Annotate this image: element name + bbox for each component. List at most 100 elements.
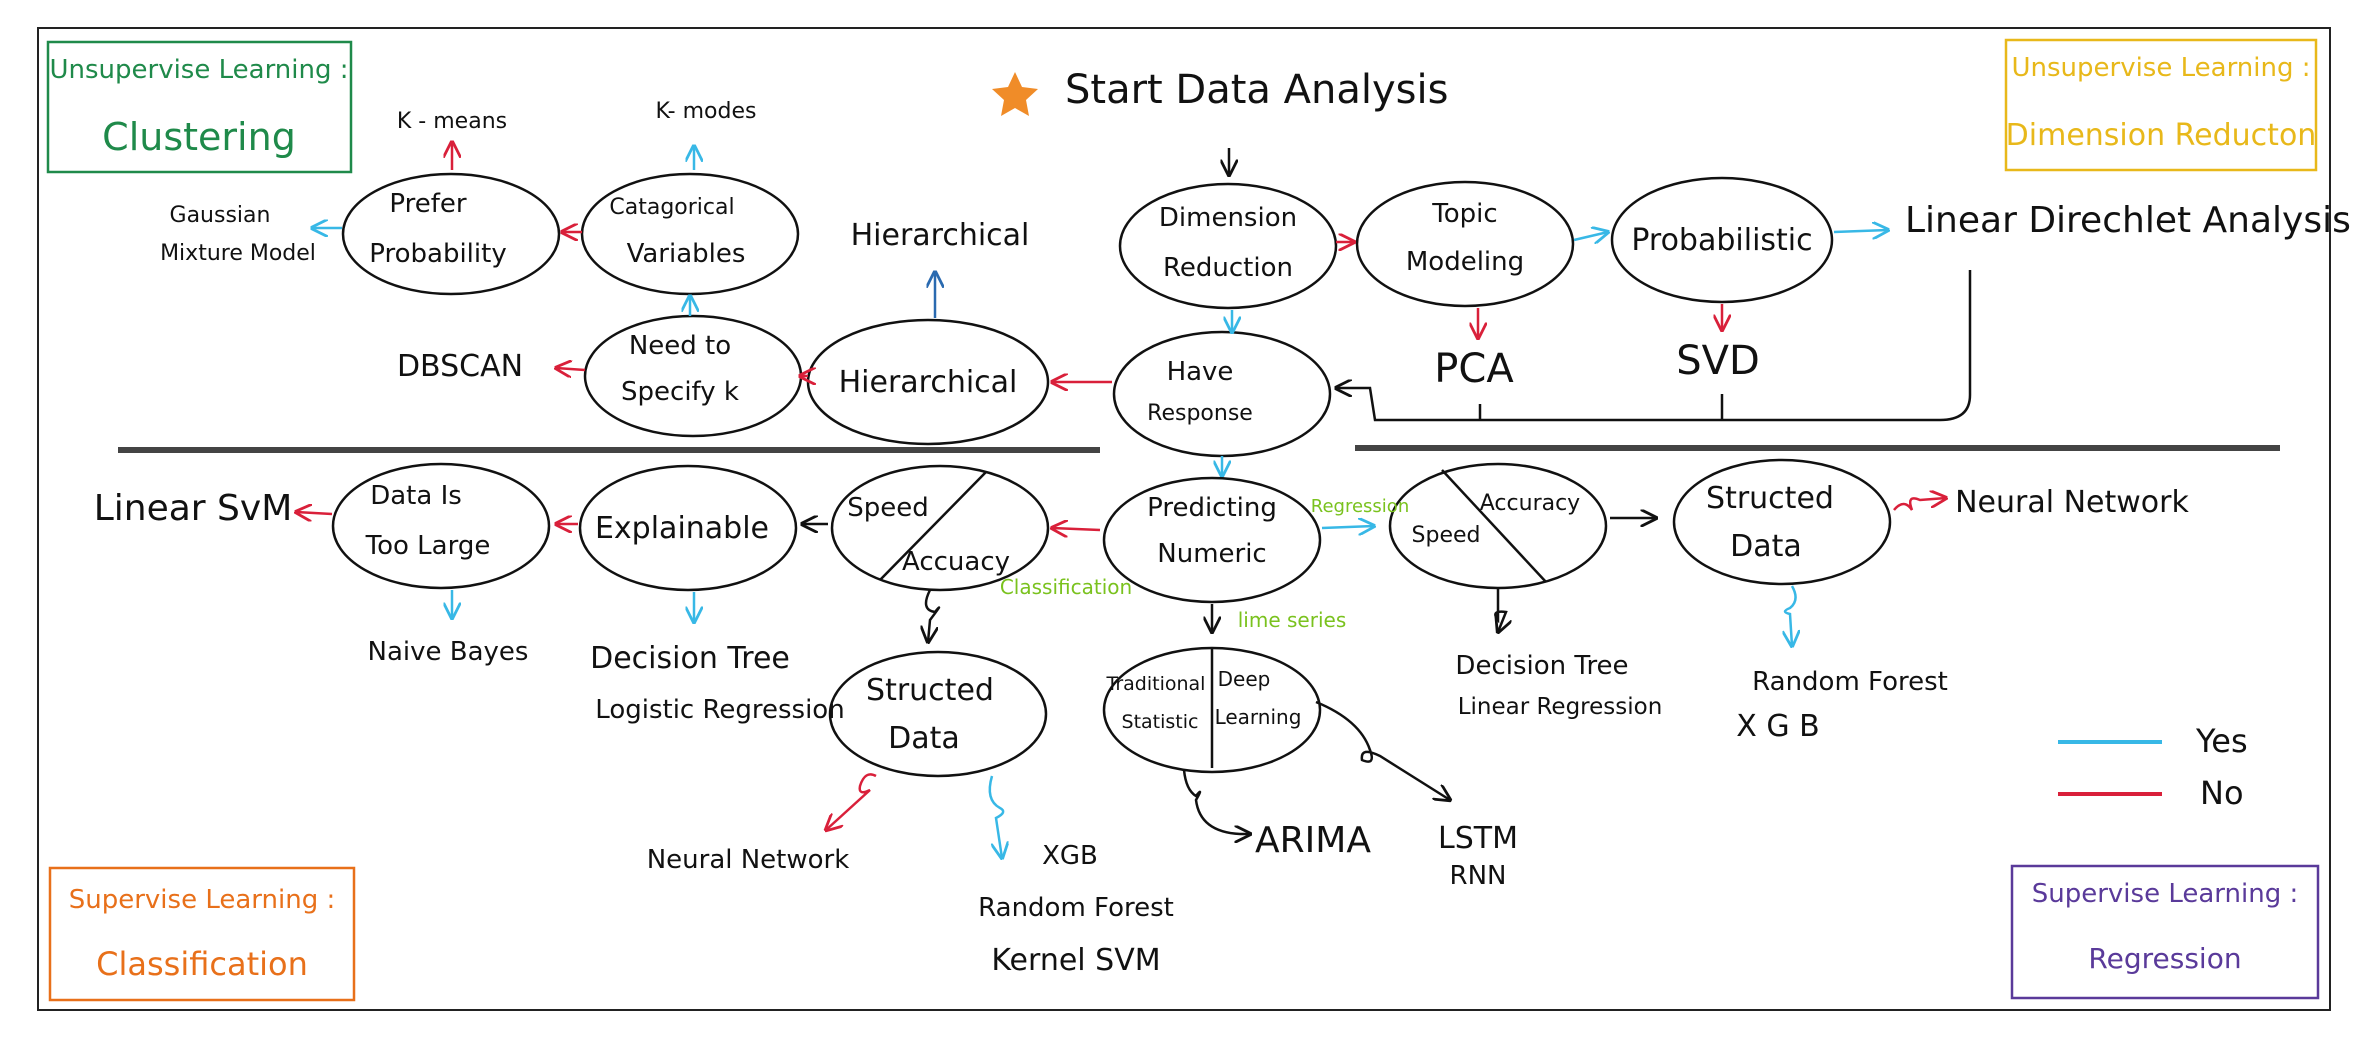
legend: Yes No (2058, 722, 2248, 812)
node-topic-modeling-l1: Topic (1431, 199, 1497, 229)
node-dimension-reduction: Dimension Reduction (1118, 182, 1338, 310)
start-label: Start Data Analysis (1065, 67, 1448, 113)
corner-regression: Supervise Learning : Regression (2010, 864, 2320, 1000)
leaf-dbscan: DBSCAN (397, 349, 523, 384)
arrow-predicting-classification (1052, 528, 1101, 530)
leaf-logistic-regression: Logistic Regression (595, 695, 844, 725)
leaf-lstm: LSTM (1438, 821, 1518, 856)
leaf-linear-regression: Linear Regression (1458, 694, 1663, 720)
node-time-series-right2: Learning (1215, 705, 1302, 729)
node-need-specify-k-l1: Need to (629, 331, 731, 361)
arrow-traditional-to-arima (1182, 769, 1250, 834)
arrow-predicting-regression (1321, 526, 1374, 528)
node-topic-modeling-l2: Modeling (1406, 247, 1524, 277)
arrow-deep-to-lstm (1315, 700, 1450, 800)
leaf-pca: PCA (1434, 346, 1514, 392)
node-have-response: Have Response (1112, 330, 1332, 458)
node-dimension-reduction-l2: Reduction (1163, 253, 1293, 283)
leaf-rnn: RNN (1450, 861, 1507, 891)
node-have-response-l1: Have (1167, 357, 1234, 387)
node-structed-reg-l2: Data (1730, 529, 1802, 564)
leaf-naive-bayes: Naive Bayes (368, 637, 529, 667)
arrow-probabilistic-yes (1833, 230, 1888, 232)
corner-dimension: Unsupervise Learning : Dimension Reducto… (2004, 38, 2318, 172)
node-need-specify-k-l2: Specify k (621, 377, 739, 407)
node-predicting-numeric-l2: Numeric (1157, 539, 1266, 569)
node-hierarchical-l1: Hierarchical (839, 365, 1018, 400)
corner-regression-line1: Supervise Learning : (2032, 879, 2299, 909)
node-predicting-numeric-l1: Predicting (1147, 493, 1277, 523)
node-explainable: Explainable (578, 464, 798, 592)
diagram-frame (37, 27, 2331, 1011)
node-data-too-large-l2: Too Large (365, 531, 491, 561)
leaf-neural-network-c: Neural Network (647, 845, 850, 875)
leaf-gmm-l1: Gaussian (170, 203, 271, 228)
leaf-svd: SVD (1676, 338, 1760, 384)
arrow-topic-yes (1573, 232, 1608, 240)
node-time-series: Traditional Statistic Deep Learning (1102, 646, 1322, 774)
leaf-random-forest-r: Random Forest (1752, 667, 1948, 697)
arrow-speed-reg-to-leaves (1494, 588, 1506, 632)
node-structed-data-classification: Structed Data (828, 650, 1048, 778)
node-structed-class-l1: Structed (866, 673, 994, 708)
corner-clustering-line2: Clustering (102, 115, 296, 159)
leaf-linear-svm: Linear SvM (94, 488, 293, 529)
node-categorical-variables-l2: Variables (627, 239, 746, 269)
leaf-decision-tree-c: Decision Tree (590, 641, 790, 676)
leaf-k-means: K - means (397, 109, 507, 134)
leaf-xgb-r: X G B (1736, 709, 1819, 744)
arrow-accuracy-to-structed (926, 589, 941, 642)
node-prefer-probability-l2: Probability (369, 239, 506, 269)
node-time-series-left2: Statistic (1122, 711, 1199, 733)
node-probabilistic: Probabilistic (1610, 176, 1834, 304)
arrow-structed-class-no (826, 773, 877, 830)
leaf-hierarchical: Hierarchical (851, 218, 1030, 253)
edge-label-time-series: lime series (1238, 608, 1347, 632)
leaf-decision-tree-r: Decision Tree (1455, 651, 1628, 681)
edge-label-regression: Regression (1311, 496, 1409, 517)
corner-classification-line2: Classification (96, 945, 308, 983)
node-data-too-large: Data Is Too Large (331, 462, 551, 590)
node-categorical-variables: Catagorical Variables (580, 172, 800, 296)
corner-regression-line2: Regression (2088, 942, 2241, 975)
leaf-random-forest-c: Random Forest (978, 893, 1174, 923)
node-probabilistic-l1: Probabilistic (1631, 223, 1812, 258)
arrow-return-to-have-response (1336, 270, 1972, 422)
node-predicting-numeric: Predicting Numeric (1102, 476, 1322, 604)
legend-yes-label: Yes (2195, 722, 2248, 760)
node-accuracy-class-bottom: Accuacy (902, 547, 1010, 577)
corner-dimension-line1: Unsupervise Learning : (2011, 53, 2310, 83)
arrow-structed-reg-yes (1785, 585, 1796, 646)
leaf-linear-dirichlet: Linear Direchlet Analysis (1905, 200, 2351, 241)
node-speed-accuracy-regression: Accuracy Speed (1388, 462, 1608, 590)
node-speed-class-top: Speed (847, 493, 929, 523)
arrow-structed-reg-no (1893, 498, 1946, 511)
corner-clustering-line1: Unsupervise Learning : (49, 55, 348, 85)
node-time-series-right1: Deep (1218, 667, 1271, 691)
arrow-need-k-no (556, 368, 586, 370)
node-need-specify-k: Need to Specify k (583, 314, 803, 438)
node-dimension-reduction-l1: Dimension (1159, 203, 1297, 233)
node-prefer-probability: Prefer Probability (341, 172, 561, 296)
node-data-too-large-l1: Data Is (370, 481, 462, 511)
node-accuracy-reg-top: Accuracy (1480, 491, 1580, 516)
arrow-structed-class-yes (988, 775, 1003, 858)
corner-classification-line1: Supervise Learning : (69, 885, 336, 915)
corner-classification: Supervise Learning : Classification (48, 866, 356, 1002)
legend-no-label: No (2200, 774, 2244, 812)
node-have-response-l2: Response (1147, 401, 1253, 426)
leaf-gmm-l2: Mixture Model (160, 241, 316, 266)
node-prefer-probability-l1: Prefer (389, 189, 466, 219)
node-topic-modeling: Topic Modeling (1355, 180, 1575, 308)
node-speed-accuracy-classification: Speed Accuacy (830, 464, 1050, 592)
leaf-k-modes: K- modes (656, 99, 757, 124)
arrow-data-large-no (296, 512, 333, 514)
leaf-neural-network-r: Neural Network (1955, 485, 2189, 520)
leaf-xgb-c: XGB (1042, 841, 1098, 871)
leaf-kernel-svm: Kernel SVM (991, 943, 1160, 978)
star-icon (992, 72, 1038, 116)
node-structed-reg-l1: Structed (1706, 481, 1834, 516)
node-time-series-left1: Traditional (1106, 673, 1206, 695)
edge-label-classification: Classification (1000, 575, 1132, 599)
